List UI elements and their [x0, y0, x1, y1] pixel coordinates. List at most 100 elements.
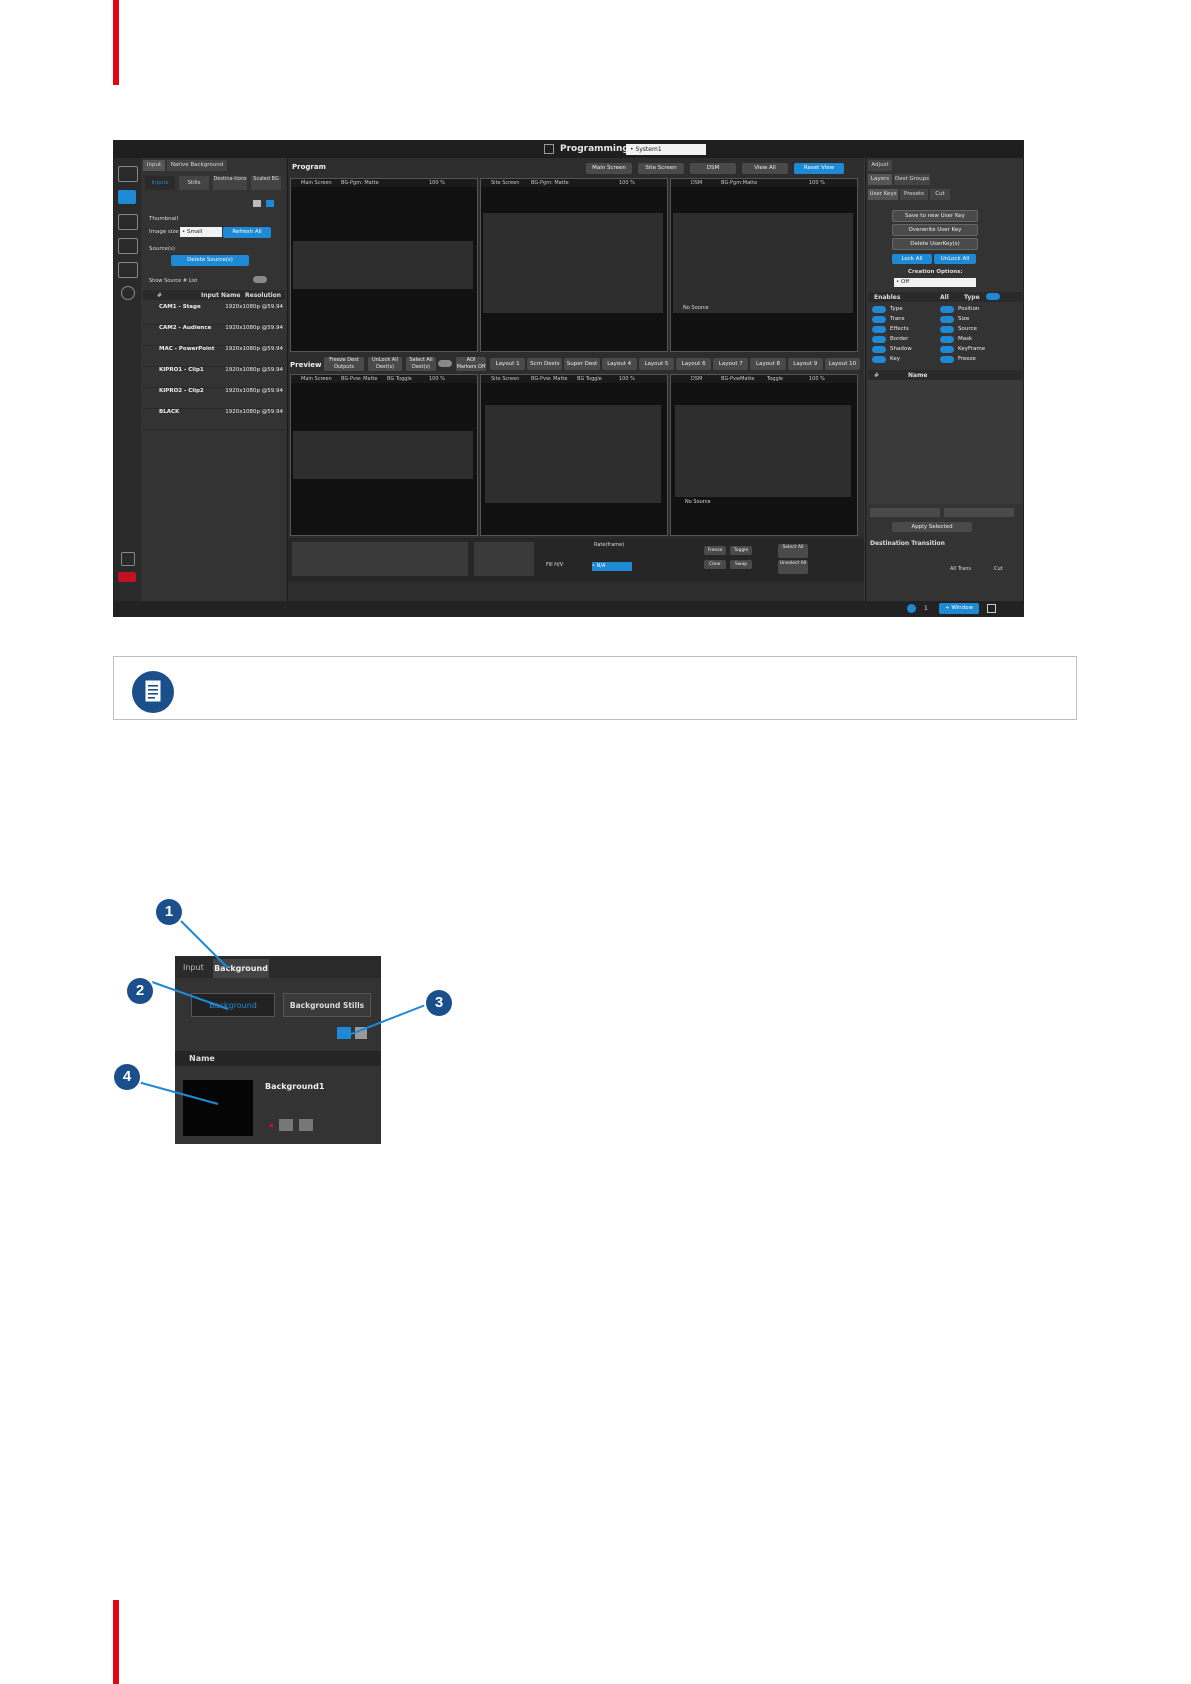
subtab-destinations[interactable]: Destina-tions: [213, 176, 247, 190]
inset-tab-background[interactable]: Background: [213, 959, 269, 978]
source-toggle[interactable]: [940, 326, 954, 333]
tab-native-background[interactable]: Native Background: [167, 160, 227, 171]
swap-button[interactable]: Swap: [730, 560, 752, 569]
view-all-button[interactable]: View All: [742, 163, 788, 174]
keyframe-toggle[interactable]: [940, 346, 954, 353]
show-source-list-toggle[interactable]: [253, 276, 267, 283]
subtab-scaled-bg[interactable]: Scaled BG: [251, 176, 281, 190]
inset-subtab-background-stills[interactable]: Background Stills: [283, 993, 371, 1017]
layout-button[interactable]: Layout 9: [787, 358, 823, 370]
shadow-toggle[interactable]: [872, 346, 886, 353]
program-pane-dsm[interactable]: DSM BG-Pgm:Matte 100 % No Source: [670, 178, 858, 352]
layout-button[interactable]: Layout 4: [601, 358, 637, 370]
unselect-all-button[interactable]: Unselect All: [778, 560, 808, 574]
info-icon[interactable]: [907, 604, 916, 613]
delete-sources-button[interactable]: Delete Source(s): [171, 255, 249, 266]
layout-button[interactable]: Scrn Dests: [527, 358, 563, 370]
creation-options-select[interactable]: • Off: [894, 278, 976, 287]
add-window-button[interactable]: + Window: [939, 603, 979, 614]
reset-view-button[interactable]: Reset View: [794, 163, 844, 174]
pane-toggle[interactable]: Toggle: [767, 376, 784, 382]
unlock-all-dests-button[interactable]: UnLock All Dest(s): [368, 357, 402, 371]
subtab-user-keys[interactable]: User Keys: [868, 189, 898, 200]
type-toggle[interactable]: [872, 306, 886, 313]
subtab-stills[interactable]: Stills: [179, 176, 209, 190]
freeze-dest-outputs-button[interactable]: Freeze Dest Outputs: [324, 357, 364, 371]
alignment-tools[interactable]: [292, 542, 468, 576]
list-view-icon[interactable]: [266, 200, 274, 207]
search-input[interactable]: [944, 508, 1014, 517]
freeze-button[interactable]: Freeze: [704, 546, 726, 555]
layout-button[interactable]: Layout 6: [676, 358, 712, 370]
preview-pane-site[interactable]: Site Screen BG-Pvw: Matte BG Toggle 100 …: [480, 374, 668, 536]
select-all-dests-button[interactable]: Select All Dest(s): [406, 357, 436, 371]
camera-icon[interactable]: [299, 1119, 313, 1131]
settings-icon[interactable]: [279, 1119, 293, 1131]
delete-user-keys-button[interactable]: Delete UserKey(s): [892, 238, 978, 250]
trans-toggle[interactable]: [872, 316, 886, 323]
inset-subtab-background[interactable]: Background: [191, 993, 275, 1017]
overwrite-user-key-button[interactable]: Overwrite User Key: [892, 224, 978, 236]
image-size-select[interactable]: • Small: [180, 227, 222, 237]
freeze-toggle[interactable]: [940, 356, 954, 363]
preview-pane-dsm[interactable]: DSM BG-PvwMatte Toggle 100 % No Source: [670, 374, 858, 536]
aoi-markers-button[interactable]: AOI Markers Off: [456, 357, 486, 371]
unlock-all-button[interactable]: UnLock All: [934, 254, 976, 264]
tab-layers[interactable]: Layers: [868, 174, 892, 185]
program-main-screen-button[interactable]: Main Screen: [586, 163, 632, 174]
program-pane-main[interactable]: Main Screen BG-Pgm: Matte 100 %: [290, 178, 478, 352]
clear-button[interactable]: Clear: [704, 560, 726, 569]
save-user-key-button[interactable]: Save to new User Key: [892, 210, 978, 222]
list-icon[interactable]: [118, 214, 138, 230]
cut-label[interactable]: Cut: [994, 566, 1003, 572]
all-trans-label[interactable]: All Trans: [950, 566, 972, 572]
lock-all-button[interactable]: Lock All: [892, 254, 932, 264]
layout-button[interactable]: Layout 5: [638, 358, 675, 370]
effects-toggle[interactable]: [872, 326, 886, 333]
fullscreen-icon[interactable]: [987, 604, 996, 613]
tab-input[interactable]: Input: [143, 160, 165, 171]
subtab-inputs[interactable]: Inputs: [145, 176, 175, 190]
preview-pane-main[interactable]: Main Screen BG-Pvw: Matte BG Toggle 100 …: [290, 374, 478, 536]
distribute-tools[interactable]: [474, 542, 534, 576]
grid-view-icon[interactable]: [253, 200, 261, 207]
mask-toggle[interactable]: [940, 336, 954, 343]
gear-icon[interactable]: [121, 286, 135, 300]
refresh-all-button[interactable]: Refresh All: [223, 227, 271, 238]
select-all-toggle[interactable]: [438, 360, 452, 367]
key-toggle[interactable]: [872, 356, 886, 363]
apply-selected-button[interactable]: Apply Selected: [892, 522, 972, 532]
border-toggle[interactable]: [872, 336, 886, 343]
subtab-cut[interactable]: Cut: [930, 189, 950, 200]
select-all-button[interactable]: Select All: [778, 544, 808, 558]
grid-icon[interactable]: [118, 238, 138, 254]
program-dsm-button[interactable]: DSM: [690, 163, 736, 174]
save-icon[interactable]: [121, 552, 135, 566]
tab-dest-groups[interactable]: Dest Groups: [894, 174, 930, 185]
layout-button[interactable]: Layout 10: [824, 358, 861, 370]
pane-toggle[interactable]: BG Toggle: [387, 376, 412, 382]
subtab-presets[interactable]: Presets: [900, 189, 928, 200]
tab-adjust[interactable]: Adjust: [868, 160, 892, 171]
fill-hv-label[interactable]: Fill H/V: [546, 562, 564, 568]
background-thumbnail[interactable]: [183, 1080, 253, 1136]
system-select[interactable]: • System1: [626, 144, 706, 155]
toggle-button[interactable]: Toggle: [730, 546, 752, 555]
enables-toggle[interactable]: [986, 293, 1000, 300]
filter-input[interactable]: [870, 508, 940, 517]
pane-toggle[interactable]: BG Toggle: [577, 376, 602, 382]
user-key-list[interactable]: [868, 380, 1022, 504]
layout-button[interactable]: Layout 8: [750, 358, 786, 370]
size-toggle[interactable]: [940, 316, 954, 323]
program-pane-site[interactable]: Site Screen BG-Pgm: Matte 100 %: [480, 178, 668, 352]
layout-button[interactable]: Super Dest: [564, 358, 600, 370]
keyboard-icon[interactable]: [118, 262, 138, 278]
layout-button[interactable]: Layout 7: [713, 358, 749, 370]
inset-tab-input[interactable]: Input: [183, 963, 204, 972]
